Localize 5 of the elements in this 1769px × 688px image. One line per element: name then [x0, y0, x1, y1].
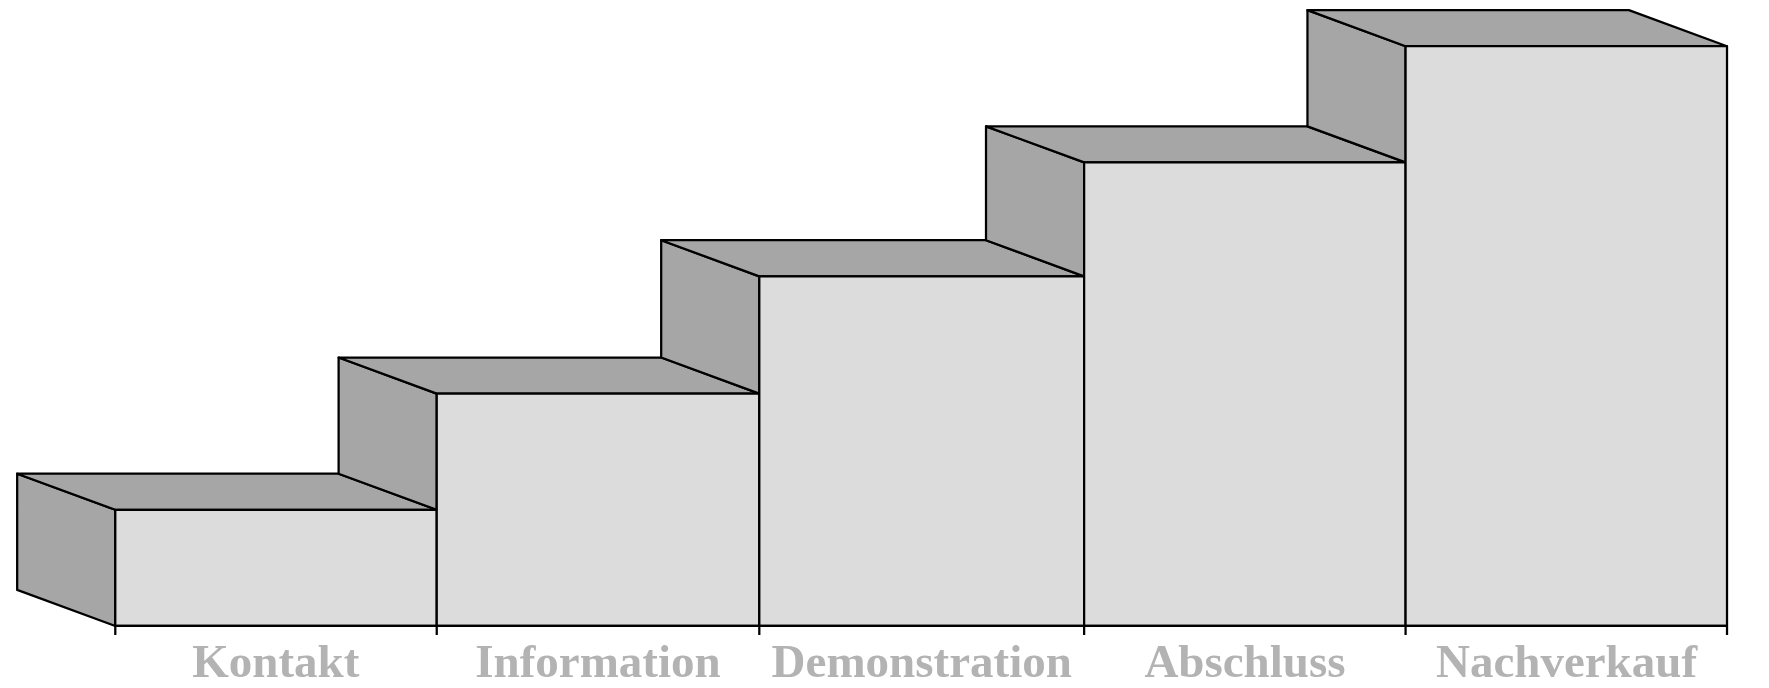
step-label: Kontakt — [192, 636, 360, 686]
step-label: Demonstration — [771, 636, 1072, 686]
step-label: Abschluss — [1144, 636, 1346, 686]
step-label: Information — [475, 636, 721, 686]
step-label: Nachverkauf — [1435, 636, 1698, 686]
